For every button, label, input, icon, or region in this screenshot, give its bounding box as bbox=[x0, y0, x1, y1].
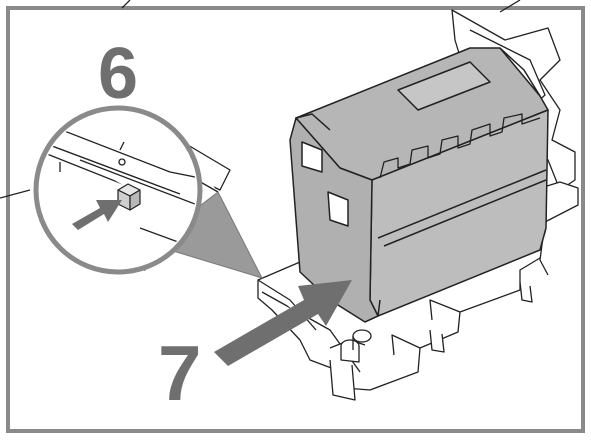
diagram-frame bbox=[6, 6, 585, 433]
arrow-right-icon bbox=[214, 280, 352, 366]
detail-magnifier bbox=[33, 105, 263, 279]
arrow-right-icon bbox=[72, 200, 122, 230]
box-handle-hole-upper bbox=[301, 141, 323, 173]
step-number-7: 7 bbox=[158, 329, 202, 417]
packed-box bbox=[289, 47, 549, 323]
step-number-6: 6 bbox=[98, 34, 139, 114]
box-handle-hole-lower bbox=[327, 191, 349, 227]
lock-block bbox=[117, 183, 141, 211]
